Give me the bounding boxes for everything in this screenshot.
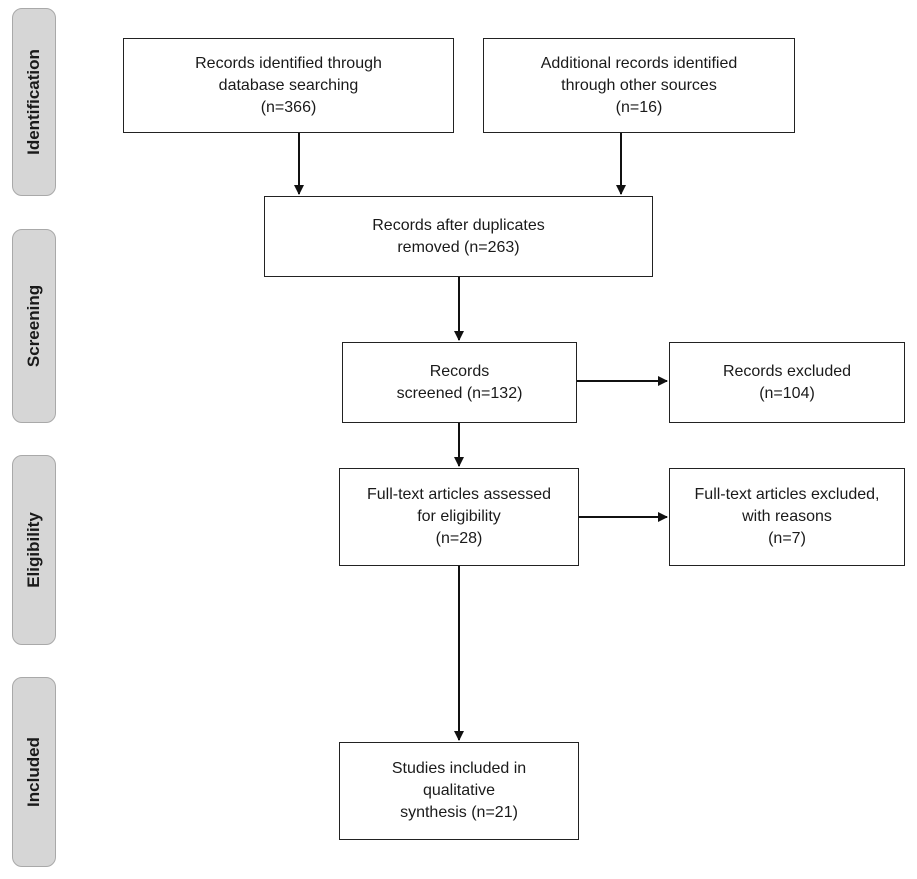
box-database-line3: (n=366): [260, 98, 317, 116]
box-after-duplicates: Records after duplicates removed (n=263): [264, 196, 653, 277]
box-excluded-line1: Records excluded: [722, 362, 852, 380]
box-records-screened: Records screened (n=132): [342, 342, 577, 423]
box-included-line3: synthesis (n=21): [400, 804, 518, 821]
box-fulltext-assessed-line3: (n=28): [435, 530, 483, 547]
box-included-line1: Studies included in: [391, 760, 527, 777]
box-database-records: Records identified through database sear…: [123, 38, 454, 133]
box-fulltext-excluded-line1: Full-text articles excluded,: [694, 486, 880, 503]
box-fulltext-excluded-line2: with reasons: [742, 508, 832, 525]
box-after-duplicates-line2: removed (n=263): [397, 238, 520, 256]
box-included-line2: qualitative: [422, 782, 496, 799]
box-fulltext-assessed-line2: for eligibility: [417, 508, 501, 525]
box-screened-line2: screened (n=132): [396, 384, 523, 402]
box-fulltext-excluded-line3: (n=7): [768, 530, 806, 547]
stage-eligibility: Eligibility: [12, 455, 56, 645]
box-other-line3: (n=16): [615, 98, 663, 116]
stage-included: Included: [12, 677, 56, 867]
box-fulltext-assessed-line1: Full-text articles assessed: [366, 486, 552, 503]
box-other-line1: Additional records identified: [540, 54, 738, 72]
stage-screening: Screening: [12, 229, 56, 423]
box-fulltext-excluded: Full-text articles excluded, with reason…: [669, 468, 905, 566]
box-database-line2: database searching: [218, 76, 359, 94]
box-screened-line1: Records: [429, 362, 490, 380]
box-other-sources: Additional records identified through ot…: [483, 38, 795, 133]
box-records-excluded: Records excluded (n=104): [669, 342, 905, 423]
box-after-duplicates-line1: Records after duplicates: [372, 216, 545, 234]
box-other-line2: through other sources: [561, 76, 717, 94]
box-excluded-line2: (n=104): [759, 384, 815, 402]
box-database-line1: Records identified through: [195, 54, 382, 72]
stage-identification: Identification: [12, 8, 56, 196]
box-fulltext-assessed: Full-text articles assessed for eligibil…: [339, 468, 579, 566]
box-studies-included: Studies included in qualitative synthesi…: [339, 742, 579, 840]
